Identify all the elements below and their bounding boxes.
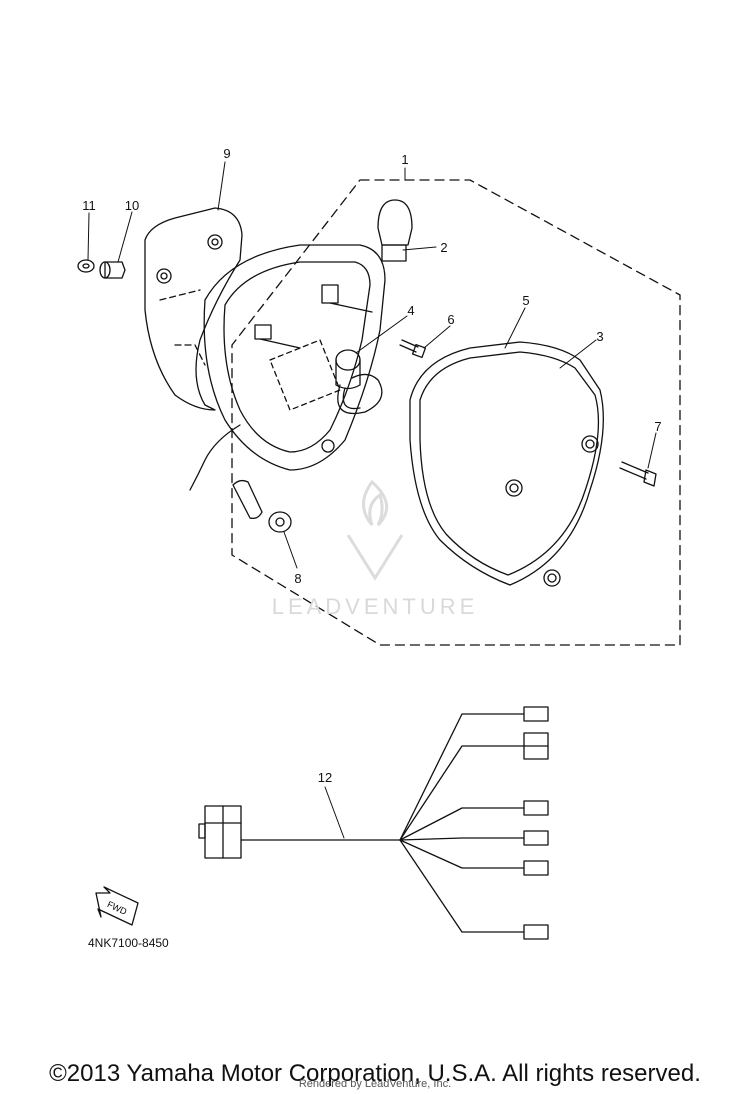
callout-6: 6	[447, 312, 454, 327]
callout-1: 1	[401, 152, 408, 167]
rendered-by-note: Rendered by LeadVenture, Inc.	[298, 1078, 452, 1090]
wire-harness	[198, 706, 549, 940]
spacer-collar	[99, 261, 126, 279]
screw-long	[619, 461, 657, 487]
lead-wire	[189, 424, 241, 491]
lens-gasket	[409, 341, 604, 586]
copyright-notice: ©2013 Yamaha Motor Corporation, U.S.A. A…	[49, 1060, 701, 1087]
grommet	[232, 479, 292, 533]
bracket-plate	[144, 207, 243, 411]
screw-small	[399, 339, 427, 359]
callout-2: 2	[440, 240, 447, 255]
assembly-boundary	[231, 179, 681, 646]
nut	[77, 259, 95, 273]
callout-12: 12	[318, 770, 332, 785]
watermark-text: LEADVENTURE	[272, 594, 479, 619]
callout-11: 11	[82, 198, 96, 213]
callout-9: 9	[223, 146, 230, 161]
lamp-housing	[203, 244, 386, 471]
fwd-arrow-icon	[95, 886, 139, 926]
callout-8: 8	[294, 571, 301, 586]
part-number: 4NK7100-8450	[88, 936, 169, 950]
callout-3: 3	[596, 329, 603, 344]
bulb	[377, 199, 413, 262]
callout-5: 5	[522, 293, 529, 308]
callout-10: 10	[125, 198, 139, 213]
bulb-socket	[335, 349, 383, 414]
leader-lines	[87, 161, 657, 839]
lens-cover	[419, 351, 600, 587]
callout-7: 7	[654, 419, 661, 434]
watermark-logo	[346, 479, 404, 581]
callout-4: 4	[407, 303, 414, 318]
